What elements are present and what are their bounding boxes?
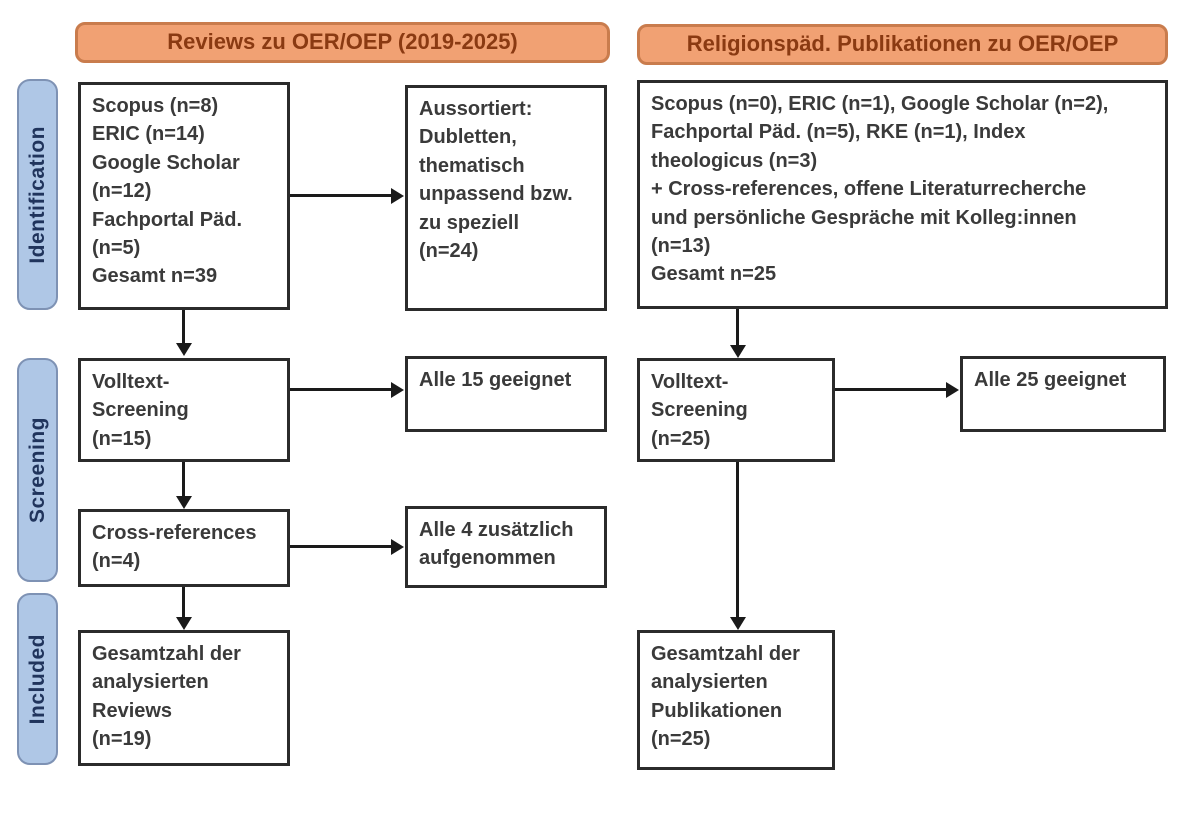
arrow-fulltext-to-result-left-icon — [290, 381, 404, 398]
box-right-fulltext-result: Alle 25 geeignet — [960, 356, 1166, 432]
stage-label-screening: Screening — [17, 358, 58, 582]
arrow-crossreferences-to-included-icon — [175, 587, 192, 630]
arrow-crossreferences-to-result-icon — [290, 538, 404, 555]
arrow-fulltext-to-crossreferences-icon — [175, 462, 192, 509]
box-left-crossreferences: Cross-references (n=4) — [78, 509, 290, 587]
arrow-identification-to-fulltext-right-icon — [729, 309, 746, 358]
box-right-fulltext-screening: Volltext- Screening (n=25) — [637, 358, 835, 462]
box-right-included: Gesamtzahl der analysierten Publikatione… — [637, 630, 835, 770]
stage-label-identification-text: Identification — [25, 125, 49, 264]
box-left-identification: Scopus (n=8) ERIC (n=14) Google Scholar … — [78, 82, 290, 310]
column-header-reviews: Reviews zu OER/OEP (2019-2025) — [75, 22, 610, 63]
arrow-fulltext-to-included-right-icon — [729, 462, 746, 630]
box-right-identification: Scopus (n=0), ERIC (n=1), Google Scholar… — [637, 80, 1168, 309]
stage-label-screening-text: Screening — [25, 416, 49, 524]
arrow-identification-to-fulltext-left-icon — [175, 310, 192, 356]
box-left-fulltext-result: Alle 15 geeignet — [405, 356, 607, 432]
stage-label-included: Included — [17, 593, 58, 765]
box-left-excluded: Aussortiert: Dubletten, thematisch unpas… — [405, 85, 607, 311]
column-header-religionspaed: Religionspäd. Publikationen zu OER/OEP — [637, 24, 1168, 65]
arrow-fulltext-to-result-right-icon — [835, 381, 959, 398]
box-left-included: Gesamtzahl der analysierten Reviews (n=1… — [78, 630, 290, 766]
stage-label-identification: Identification — [17, 79, 58, 310]
stage-label-included-text: Included — [25, 633, 49, 725]
arrow-identification-to-excluded-icon — [290, 187, 404, 204]
box-left-fulltext-screening: Volltext- Screening (n=15) — [78, 358, 290, 462]
box-left-crossreferences-result: Alle 4 zusätzlich aufgenommen — [405, 506, 607, 588]
